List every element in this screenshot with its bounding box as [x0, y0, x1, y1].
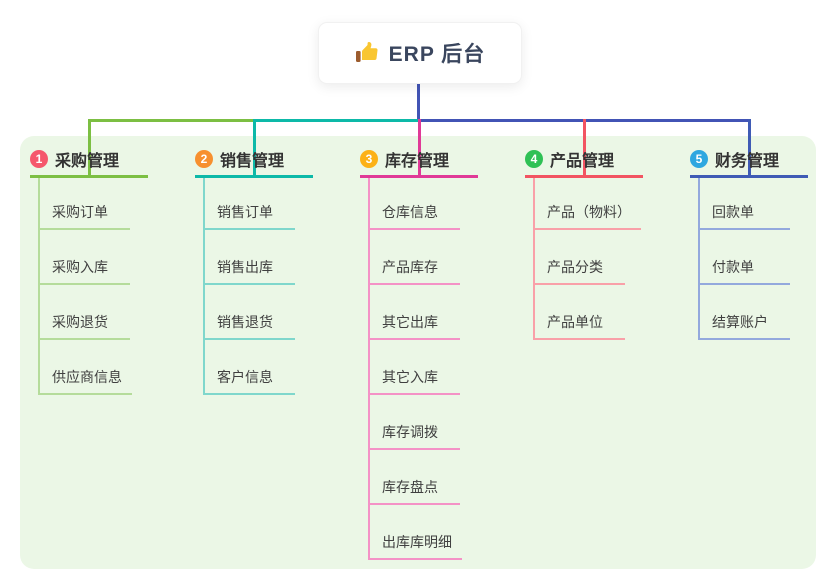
child-node[interactable]: 其它出库 — [370, 285, 510, 340]
branch-drop-line — [253, 119, 256, 178]
child-node-label: 销售订单 — [205, 202, 295, 230]
child-node-label: 其它入库 — [370, 367, 460, 395]
branch-children: 销售订单销售出库销售退货客户信息 — [203, 178, 345, 395]
child-node[interactable]: 产品单位 — [535, 285, 675, 340]
child-node-label: 供应商信息 — [40, 367, 132, 395]
branch-number-badge: 4 — [525, 150, 543, 168]
branch: 4 产品管理 产品（物料） 产品分类产品单位 — [525, 146, 675, 340]
branch-number-badge: 1 — [30, 150, 48, 168]
child-node-label: 其它出库 — [370, 312, 460, 340]
child-node[interactable]: 销售订单 — [205, 178, 345, 230]
thumbs-up-icon — [355, 41, 379, 65]
child-node[interactable]: 结算账户 — [700, 285, 839, 340]
child-node[interactable]: 付款单 — [700, 230, 839, 285]
branch-number-badge: 3 — [360, 150, 378, 168]
branch-children: 采购订单采购入库采购退货供应商信息 — [38, 178, 180, 395]
child-node-label: 仓库信息 — [370, 202, 460, 230]
thumb-cuff — [355, 51, 361, 62]
child-node-label: 采购入库 — [40, 257, 130, 285]
branch-title[interactable]: 1 采购管理 — [30, 146, 148, 178]
thumb-hand — [361, 42, 378, 62]
child-node[interactable]: 销售出库 — [205, 230, 345, 285]
branch-label: 销售管理 — [220, 153, 285, 170]
branch-label: 产品管理 — [550, 153, 615, 170]
branch-children: 回款单付款单结算账户 — [698, 178, 839, 340]
child-node-label: 销售退货 — [205, 312, 295, 340]
child-node-label: 客户信息 — [205, 367, 295, 395]
branch-title[interactable]: 3 库存管理 — [360, 146, 478, 178]
child-node[interactable]: 产品分类 — [535, 230, 675, 285]
child-node[interactable]: 库存调拨 — [370, 395, 510, 450]
branch-number-badge: 5 — [690, 150, 708, 168]
branch: 5 财务管理 回款单付款单结算账户 — [690, 146, 839, 340]
child-node-label: 产品分类 — [535, 257, 625, 285]
child-node-label: 采购订单 — [40, 202, 130, 230]
child-node-label: 产品单位 — [535, 312, 625, 340]
child-node-label: 出库库明细 — [370, 532, 462, 560]
child-node[interactable]: 客户信息 — [205, 340, 345, 395]
bus-segment — [253, 119, 418, 122]
child-node-label: 库存盘点 — [370, 477, 460, 505]
branch-drop-line — [88, 119, 91, 178]
branch-drop-line — [583, 119, 586, 178]
child-node[interactable]: 销售退货 — [205, 285, 345, 340]
child-node[interactable]: 产品（物料） — [535, 178, 675, 230]
child-node[interactable]: 其它入库 — [370, 340, 510, 395]
root-node[interactable]: ERP 后台 — [318, 22, 522, 84]
child-node[interactable]: 仓库信息 — [370, 178, 510, 230]
child-node-label: 销售出库 — [205, 257, 295, 285]
child-node[interactable]: 库存盘点 — [370, 450, 510, 505]
branches-panel — [20, 136, 816, 569]
branch-label: 采购管理 — [55, 153, 120, 170]
root-connector-line — [417, 82, 420, 122]
branch-drop-line — [748, 119, 751, 178]
child-node-label: 付款单 — [700, 257, 790, 285]
branch-label: 财务管理 — [715, 153, 780, 170]
branch-title[interactable]: 2 销售管理 — [195, 146, 313, 178]
child-node[interactable]: 回款单 — [700, 178, 839, 230]
branch: 3 库存管理 仓库信息产品库存其它出库其它入库库存调拨库存盘点出库库明细 — [360, 146, 510, 560]
child-node-label: 产品（物料） — [535, 202, 641, 230]
child-node[interactable]: 出库库明细 — [370, 505, 510, 560]
root-node-label: ERP 后台 — [388, 43, 486, 66]
child-node-label: 产品库存 — [370, 257, 460, 285]
branch-number-badge: 2 — [195, 150, 213, 168]
child-node-label: 库存调拨 — [370, 422, 460, 450]
branch: 1 采购管理 采购订单采购入库采购退货供应商信息 — [30, 146, 180, 395]
child-node[interactable]: 供应商信息 — [40, 340, 180, 395]
branch: 2 销售管理 销售订单销售出库销售退货客户信息 — [195, 146, 345, 395]
branch-title[interactable]: 4 产品管理 — [525, 146, 643, 178]
branch-label: 库存管理 — [385, 153, 450, 170]
branch-children: 产品（物料） 产品分类产品单位 — [533, 178, 675, 340]
branch-children: 仓库信息产品库存其它出库其它入库库存调拨库存盘点出库库明细 — [368, 178, 510, 560]
child-node-label: 采购退货 — [40, 312, 130, 340]
child-node[interactable]: 采购退货 — [40, 285, 180, 340]
branch-drop-line — [418, 119, 421, 178]
child-node[interactable]: 产品库存 — [370, 230, 510, 285]
child-node[interactable]: 采购入库 — [40, 230, 180, 285]
child-node-label: 结算账户 — [700, 312, 790, 340]
child-node-label: 回款单 — [700, 202, 790, 230]
bus-segment — [88, 119, 253, 122]
branch-title[interactable]: 5 财务管理 — [690, 146, 808, 178]
child-node[interactable]: 采购订单 — [40, 178, 180, 230]
